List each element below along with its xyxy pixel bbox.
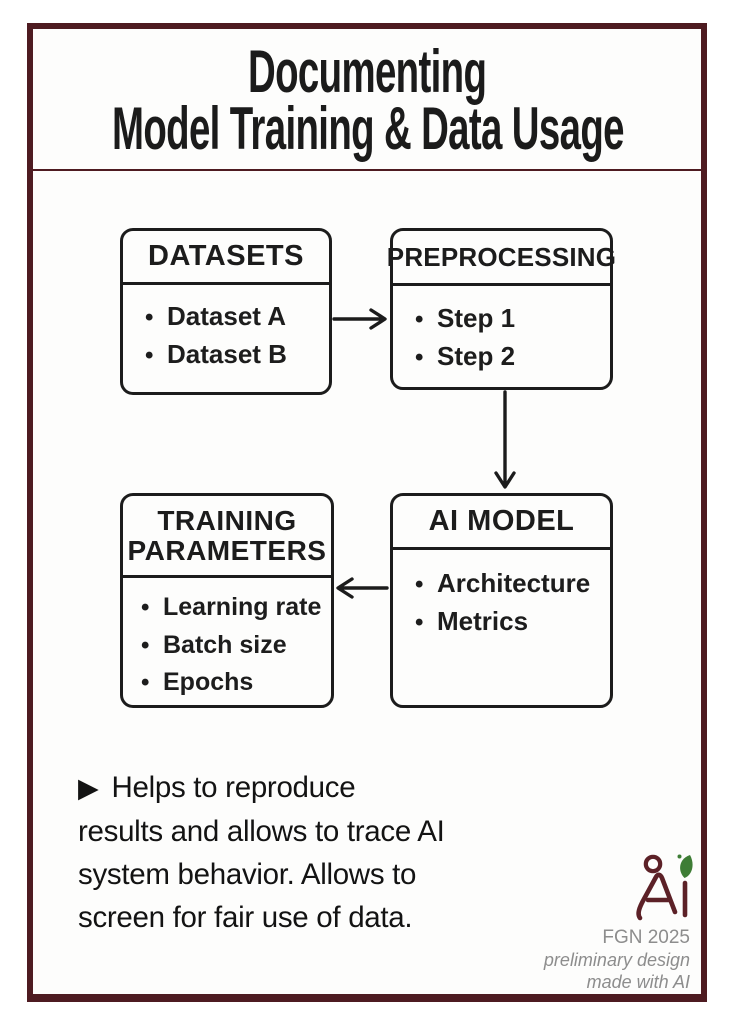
list-item: • Architecture	[415, 565, 604, 603]
poster-header: Documenting Model Training & Data Usage	[33, 29, 702, 171]
logo-letter-a	[636, 872, 678, 921]
page-title-line-2: Model Training & Data Usage	[111, 95, 625, 162]
leaf-icon	[680, 855, 693, 878]
flow-box-training-parameters-title: TRAINING PARAMETERS	[123, 496, 331, 578]
list-item-label: Step 2	[437, 341, 516, 371]
note-line: system behavior. Allows to	[78, 858, 417, 891]
list-item: • Step 1	[415, 300, 602, 338]
bullet-icon: •	[145, 304, 154, 331]
page-title-line-1: Documenting	[248, 38, 487, 105]
bullet-icon: •	[415, 609, 424, 636]
note-line: screen for fair use of data.	[78, 901, 413, 934]
list-item-label: Epochs	[163, 668, 254, 696]
title-line-1: TRAINING	[157, 504, 297, 536]
flow-box-ai-model-title: AI MODEL	[393, 496, 610, 550]
flow-box-datasets: DATASETS • Dataset A • Dataset B	[120, 228, 332, 395]
flow-box-datasets-title: DATASETS	[123, 231, 329, 285]
credit-event: FGN 2025	[602, 927, 690, 948]
credits-block: FGN 2025 preliminary design made with AI	[440, 927, 690, 993]
title-line-2: PARAMETERS	[127, 534, 327, 566]
credit-design-note: preliminary design	[543, 950, 690, 970]
list-item-label: Dataset B	[167, 339, 287, 369]
list-item-label: Step 1	[437, 303, 516, 333]
bullet-icon: •	[141, 594, 150, 621]
list-item: • Dataset A	[145, 298, 321, 336]
flow-box-ai-model: AI MODEL • Architecture • Metrics	[390, 493, 613, 708]
flow-box-training-parameters-items: • Learning rate • Batch size • Epochs	[123, 578, 331, 702]
logo-head-circle	[643, 854, 663, 874]
bullet-icon: •	[415, 344, 424, 371]
list-item: • Learning rate	[141, 589, 327, 627]
note-line: results and allows to trace AI	[78, 815, 445, 848]
list-item: • Batch size	[141, 627, 327, 665]
list-item: • Epochs	[141, 664, 327, 702]
note-line-text: Helps to reproduce	[111, 771, 356, 804]
bullet-icon: •	[141, 631, 150, 659]
flow-box-preprocessing: PREPROCESSING • Step 1 • Step 2	[387, 228, 616, 390]
list-item: • Step 2	[415, 338, 602, 376]
bullet-icon: •	[141, 669, 150, 696]
flow-box-datasets-items: • Dataset A • Dataset B	[123, 285, 329, 374]
bullet-icon: •	[415, 571, 424, 598]
list-item-label: Metrics	[437, 606, 529, 636]
flow-box-training-parameters: TRAINING PARAMETERS • Learning rate • Batc…	[120, 493, 334, 708]
list-item-label: Batch size	[163, 630, 287, 659]
play-triangle-icon: ▶	[78, 773, 99, 803]
note-text: ▶ Helps to reproduce results and allows t…	[78, 766, 558, 939]
list-item: • Dataset B	[145, 336, 321, 374]
leaf-dot	[677, 854, 682, 859]
ai-person-leaf-logo-icon	[636, 854, 693, 921]
bullet-icon: •	[415, 306, 424, 333]
bullet-icon: •	[145, 342, 154, 369]
flow-box-preprocessing-items: • Step 1 • Step 2	[393, 286, 610, 376]
flow-box-ai-model-items: • Architecture • Metrics	[393, 550, 610, 641]
list-item-label: Dataset A	[167, 301, 286, 331]
credit-made-with-ai: made with AI	[586, 972, 690, 992]
list-item-label: Architecture	[437, 568, 591, 598]
note-line: ▶ Helps to reproduce	[78, 766, 558, 810]
flow-box-preprocessing-title: PREPROCESSING	[387, 231, 616, 286]
list-item: • Metrics	[415, 603, 604, 641]
list-item-label: Learning rate	[163, 593, 322, 621]
